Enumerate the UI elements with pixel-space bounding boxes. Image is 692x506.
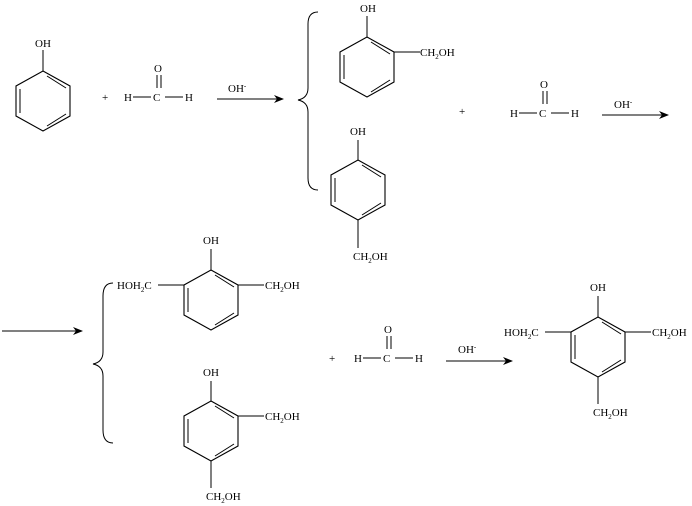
bis24-ring	[183, 400, 239, 462]
formaldehyde-h-left: H	[124, 92, 132, 104]
tris-bottom-ch2oh-label: CH2OH	[593, 407, 628, 421]
formaldehyde-h-right: H	[185, 92, 193, 104]
phenol-molecule: OH	[15, 38, 71, 132]
reaction-arrow-1: OH-	[217, 82, 284, 103]
bis26-ring	[183, 269, 239, 331]
tris-hydroxymethylphenol: OH HOH2C CH2OH CH2OH	[504, 282, 687, 421]
catalyst-label-2: OH-	[614, 98, 633, 111]
para-ring	[330, 159, 386, 221]
bis24-oh-label: OH	[203, 367, 219, 379]
plus-sign-2: +	[459, 106, 465, 118]
ortho-hydroxymethylphenol: OH CH2OH	[339, 3, 455, 98]
formaldehyde-2: H C H O	[510, 79, 579, 120]
ortho-ring	[339, 36, 395, 98]
catalyst-label-3: OH-	[458, 343, 477, 356]
formaldehyde2-h-right: H	[571, 108, 579, 120]
bis-hydroxymethylphenol-2-6: OH HOH2C CH2OH	[117, 235, 300, 331]
bis24-right-ch2oh-label: CH2OH	[265, 411, 300, 425]
formaldehyde-3: H C H O	[354, 324, 423, 365]
formaldehyde-c: C	[153, 92, 160, 104]
bis26-oh-label: OH	[203, 235, 219, 247]
phenol-ring	[15, 70, 71, 132]
bis24-bottom-ch2oh-label: CH2OH	[206, 491, 241, 505]
para-ch2oh-label: CH2OH	[353, 251, 388, 265]
bis26-right-ch2oh-label: CH2OH	[265, 280, 300, 294]
ortho-oh-label: OH	[360, 3, 376, 15]
catalyst-label-1: OH-	[228, 82, 247, 95]
bis-hydroxymethylphenol-2-4: OH CH2OH CH2OH	[183, 367, 300, 505]
brace-1	[297, 11, 319, 191]
formaldehyde-1: H C H O	[124, 63, 193, 104]
formaldehyde3-h-right: H	[415, 353, 423, 365]
phenol-oh-label: OH	[35, 38, 51, 50]
plus-sign-1: +	[102, 92, 108, 104]
tris-right-ch2oh-label: CH2OH	[652, 327, 687, 341]
formaldehyde2-c: C	[539, 108, 546, 120]
plus-sign-3: +	[329, 353, 335, 365]
tris-left-ch2oh-label: HOH2C	[504, 327, 539, 341]
formaldehyde2-h-left: H	[510, 108, 518, 120]
para-oh-label: OH	[350, 126, 366, 138]
reaction-arrow-2: OH-	[602, 98, 669, 119]
para-hydroxymethylphenol: OH CH2OH	[330, 126, 388, 265]
ortho-ch2oh-label: CH2OH	[420, 47, 455, 61]
brace-2	[92, 282, 114, 444]
formaldehyde3-h-left: H	[354, 353, 362, 365]
reaction-arrow-4: OH-	[446, 343, 513, 365]
formaldehyde2-o: O	[540, 79, 548, 91]
formaldehyde-o: O	[154, 63, 162, 75]
tris-oh-label: OH	[590, 282, 606, 294]
tris-ring	[570, 316, 626, 378]
bis26-left-ch2oh-label: HOH2C	[117, 280, 152, 294]
formaldehyde3-c: C	[383, 353, 390, 365]
formaldehyde3-o: O	[384, 324, 392, 336]
